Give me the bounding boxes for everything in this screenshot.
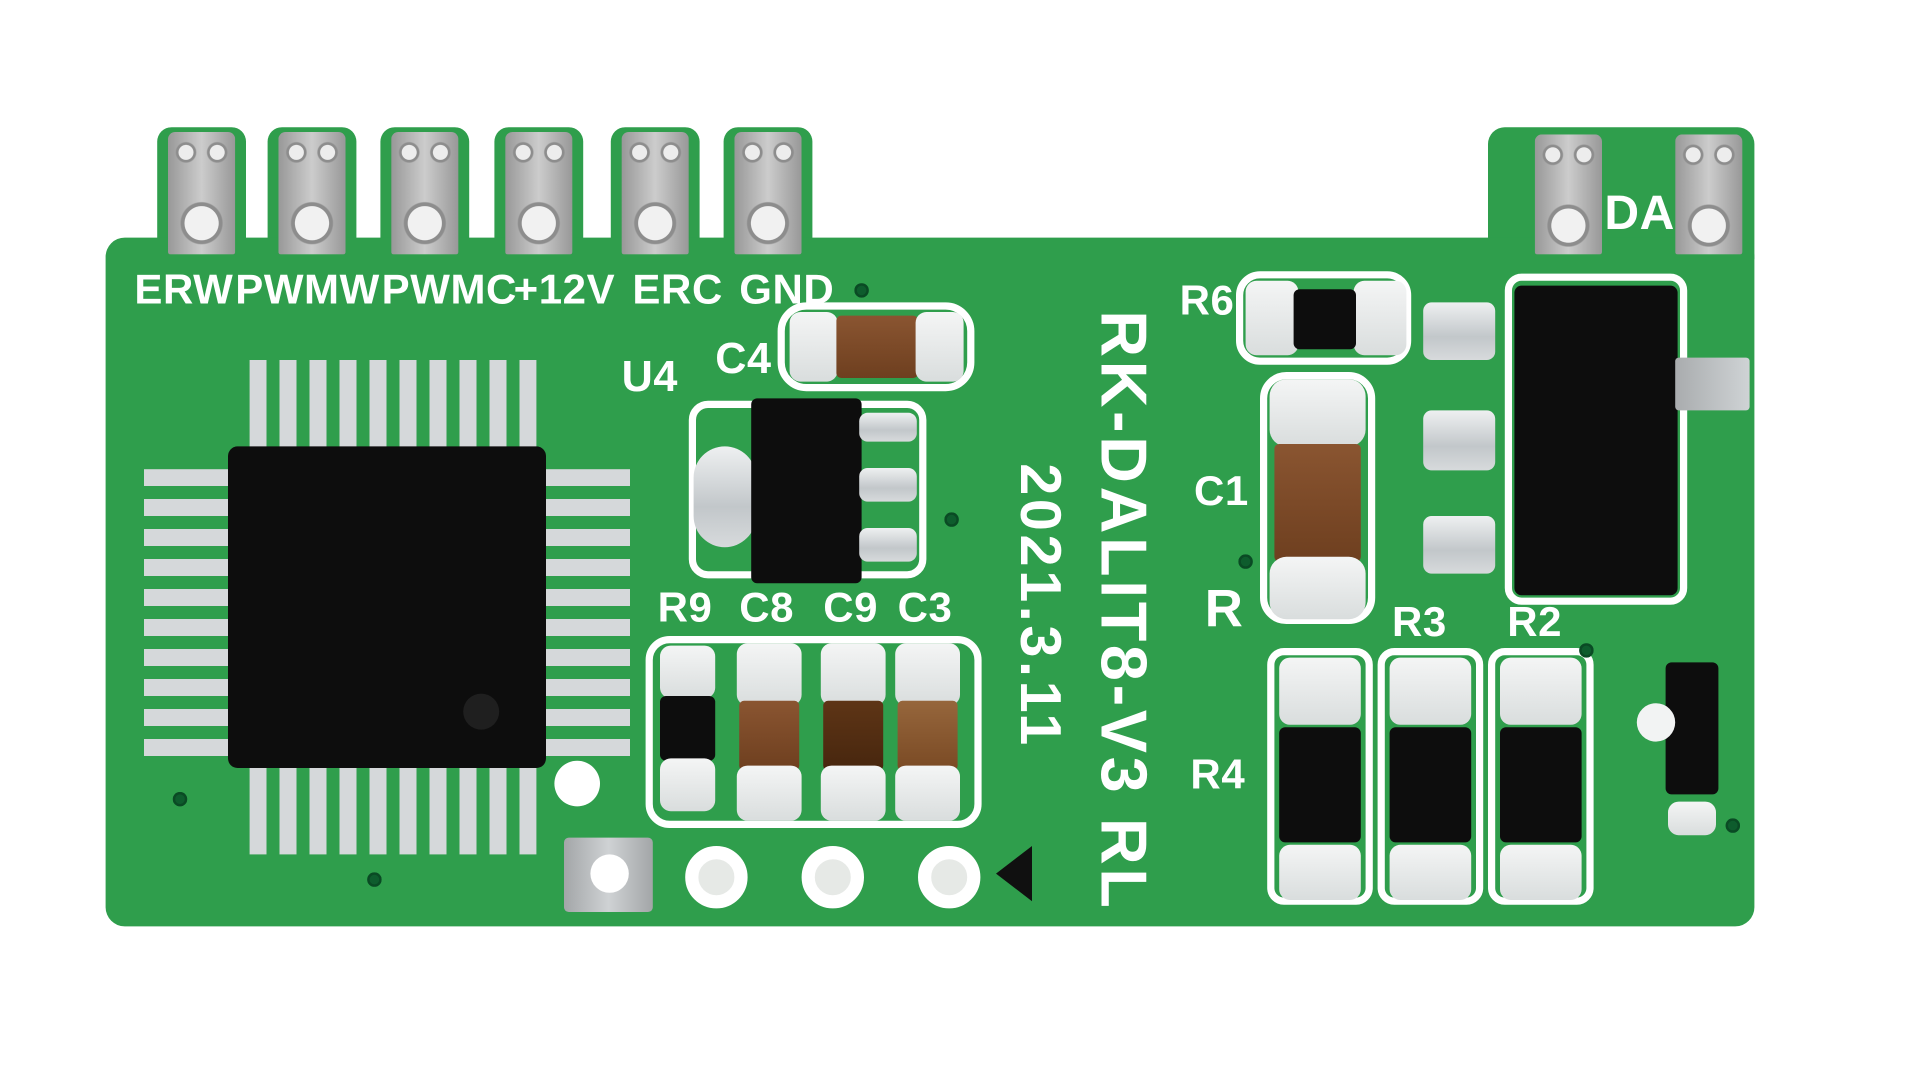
c9-body: [823, 700, 884, 771]
r4-pad: [1279, 657, 1361, 725]
r3-pad: [1389, 844, 1472, 901]
through-hole-pad: [801, 846, 865, 909]
via-dot: [367, 872, 382, 887]
via-dot: [172, 792, 188, 807]
c1-end-cap: [1269, 556, 1366, 620]
c3-body: [897, 700, 958, 771]
qfp-pins-right: [543, 469, 630, 756]
c9-end-cap: [820, 765, 886, 821]
via-dot: [1579, 643, 1594, 658]
via-dot: [1238, 554, 1253, 569]
power-ic-silkscreen-outline: [1504, 273, 1688, 605]
c1-silkscreen-outline: [1260, 372, 1376, 624]
r3-silkscreen-outline: [1377, 648, 1484, 905]
board-date-text: 2021.3.11: [1008, 463, 1072, 749]
c8-body: [739, 700, 800, 771]
c1-end-cap: [1269, 379, 1366, 447]
da-pad-right: [1675, 134, 1743, 255]
r9-pad: [660, 645, 716, 699]
r2-pad: [1500, 844, 1582, 901]
r2-body: [1500, 727, 1582, 843]
pin-label-12v: +12V: [513, 266, 616, 314]
qfp-pin1-dot: [463, 693, 500, 730]
ref-label-r: R: [1204, 579, 1244, 639]
ref-label-r3: R3: [1392, 598, 1447, 646]
c8-end-cap: [736, 643, 802, 706]
r2-pad: [1500, 657, 1582, 725]
c8-end-cap: [736, 765, 802, 821]
connector-pad-pwmw: [278, 132, 346, 255]
connector-pad-erc: [621, 132, 689, 255]
power-ic-tab-pad: [1675, 357, 1750, 411]
ref-label-r6: R6: [1179, 277, 1235, 324]
ref-label-u4: U4: [621, 351, 679, 401]
pin-label-da: DA: [1604, 187, 1675, 241]
via-dot: [944, 512, 959, 527]
r6-pad: [1353, 280, 1407, 356]
through-hole-pad: [918, 846, 981, 909]
r3-body: [1389, 727, 1472, 843]
ref-label-r2: R2: [1507, 598, 1563, 646]
ic-lead-pad: [1423, 302, 1496, 360]
board-model-text: RK-DALIT8-V3 RL: [1087, 310, 1160, 912]
right-edge-solder-blob: [1636, 703, 1676, 742]
right-edge-component-body: [1665, 662, 1719, 795]
c9-end-cap: [820, 643, 886, 706]
r4-body: [1279, 727, 1361, 843]
through-hole-pad: [685, 846, 748, 909]
ref-label-r9: R9: [657, 584, 713, 632]
fiducial-pad: [554, 760, 600, 807]
r3-pad: [1389, 657, 1472, 725]
connector-pad-pwmc: [391, 132, 459, 255]
c1-body: [1274, 444, 1361, 562]
pin-label-pwmc: PWMC: [381, 266, 517, 314]
bottom-square-pad-hole: [590, 854, 629, 893]
u4-body: [751, 398, 862, 584]
c4-silkscreen-outline: [777, 302, 975, 392]
connector-pad-12v: [505, 132, 573, 255]
pin-label-erw: ERW: [134, 266, 234, 314]
pin-label-erc: ERC: [632, 266, 723, 314]
r9-body: [660, 696, 716, 761]
via-dot: [854, 283, 869, 298]
power-ic-body: [1514, 285, 1678, 596]
r4-silkscreen-outline: [1267, 648, 1373, 905]
connector-pad-gnd: [734, 132, 802, 255]
r6-pad: [1245, 280, 1299, 356]
ref-label-c9: C9: [823, 584, 879, 632]
qfp-pins-left: [144, 469, 231, 756]
group-silkscreen-outline: [645, 636, 982, 829]
r6-silkscreen-outline: [1236, 271, 1412, 365]
c4-body: [836, 315, 919, 378]
c3-end-cap: [895, 643, 961, 706]
c4-end-cap: [789, 312, 838, 382]
pin-label-pwmw: PWMW: [235, 266, 380, 314]
u4-lead: [859, 412, 917, 442]
u4-lead: [859, 528, 917, 562]
ref-label-c1: C1: [1194, 468, 1249, 515]
u4-tab-pad: [693, 446, 756, 548]
u4-lead: [859, 468, 917, 502]
ic-lead-pad: [1423, 516, 1496, 574]
ic-lead-pad: [1423, 410, 1496, 471]
qfp-chip-body: [228, 446, 547, 768]
connector-pad-erw: [168, 132, 236, 255]
ref-label-c8: C8: [739, 584, 795, 632]
r4-pad: [1279, 844, 1361, 901]
qfp-pins-top: [249, 360, 537, 449]
qfp-pins-bottom: [249, 765, 537, 855]
right-edge-pad: [1668, 801, 1717, 836]
polarity-triangle-mark: [996, 846, 1032, 902]
r2-silkscreen-outline: [1488, 648, 1594, 905]
r9-pad: [660, 758, 716, 812]
ref-label-c4: C4: [715, 333, 772, 383]
ref-label-c3: C3: [897, 584, 953, 632]
ref-label-r4: R4: [1190, 751, 1246, 799]
c3-end-cap: [895, 765, 961, 821]
via-dot: [1725, 818, 1741, 833]
c4-end-cap: [915, 312, 964, 382]
da-pad-left: [1534, 134, 1603, 255]
r6-body: [1293, 289, 1356, 350]
